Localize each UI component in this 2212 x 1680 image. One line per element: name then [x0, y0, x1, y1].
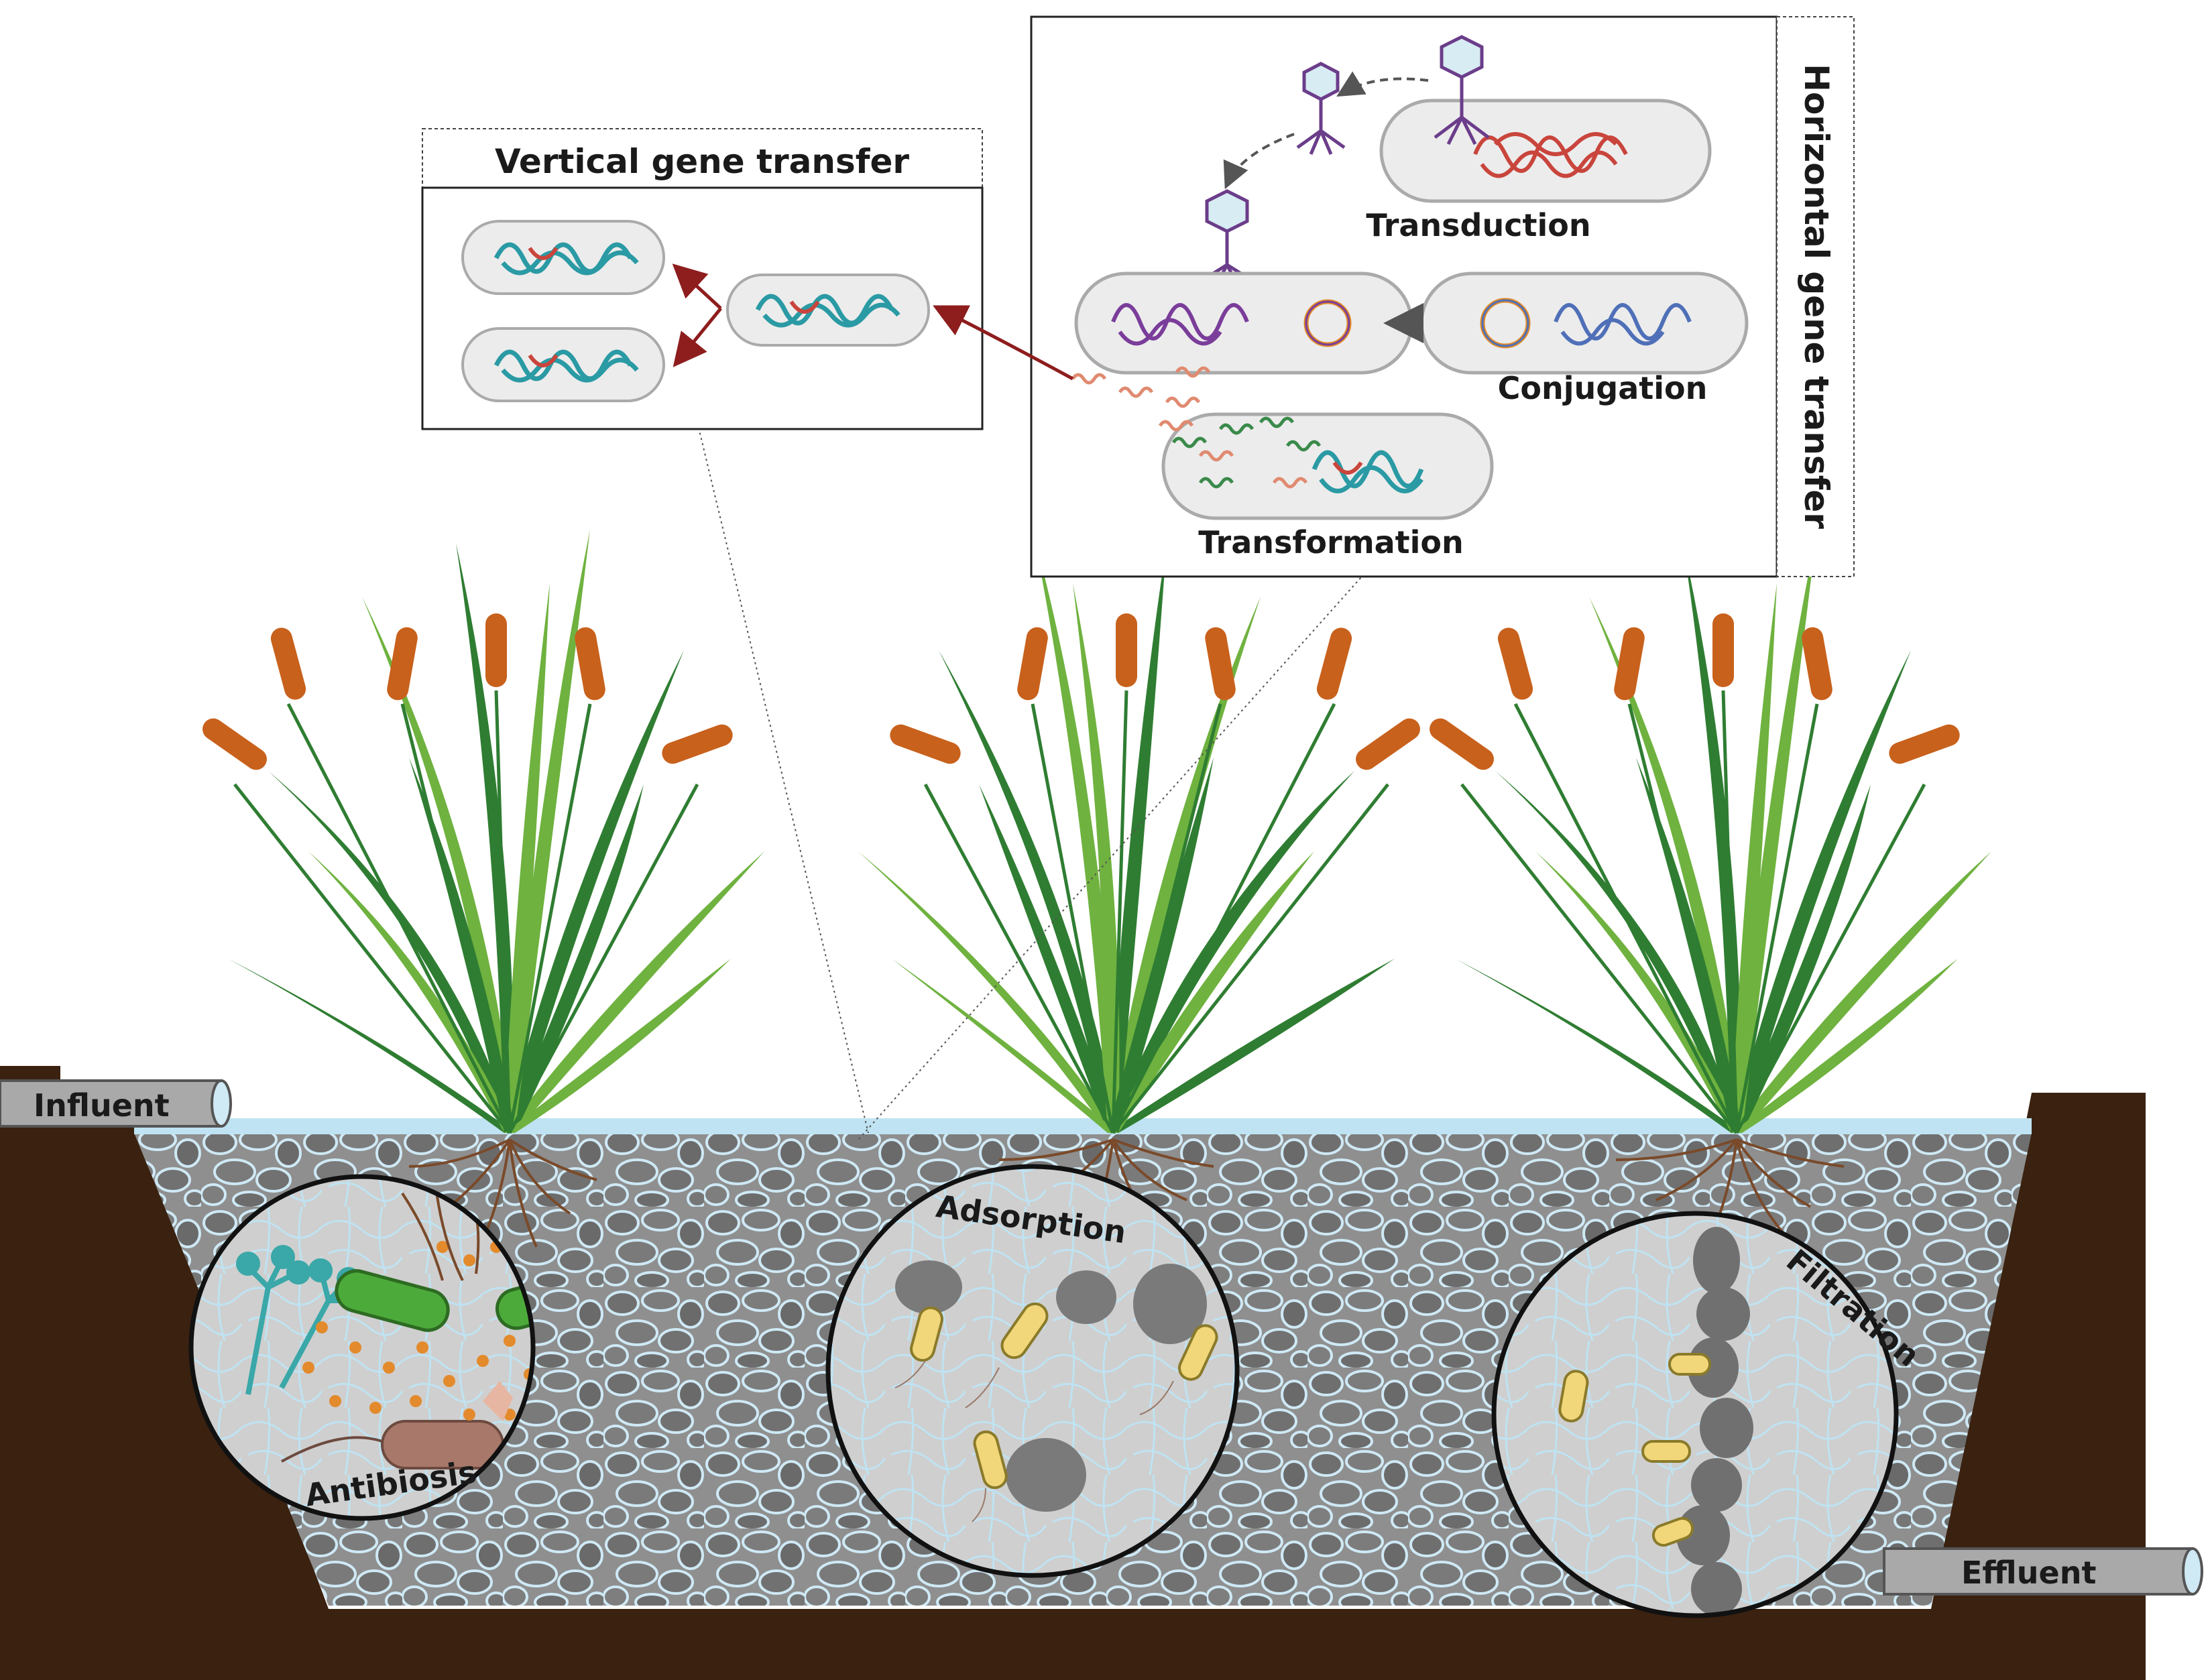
daughter-cell-bottom	[463, 328, 664, 401]
cattail-head	[198, 714, 271, 774]
cattail-head	[887, 721, 964, 767]
transformation-recipient-cell	[1163, 414, 1492, 518]
vertical-gene-transfer-panel: Vertical gene transfer	[422, 129, 982, 429]
transduction-recipient-cell	[1381, 101, 1710, 201]
cattail-plant-right	[1425, 530, 1991, 1133]
transformation-label: Transformation	[1198, 524, 1464, 560]
adsorption-zoom: Adsorption	[828, 1166, 1237, 1575]
vertical-gene-transfer-title: Vertical gene transfer	[495, 142, 909, 181]
cattail-head	[1116, 613, 1137, 687]
effluent-pipe: Effluent	[1884, 1549, 2202, 1594]
cattail-head	[1314, 625, 1354, 703]
daughter-cell-top	[463, 221, 664, 294]
cattail-head	[1016, 625, 1050, 702]
parent-cell	[727, 275, 929, 345]
cattail-head	[1204, 625, 1238, 702]
conjugation-label: Conjugation	[1498, 370, 1708, 406]
cattail-head	[659, 721, 736, 767]
cattail-head	[485, 613, 507, 687]
cattail-plant-left	[198, 530, 764, 1133]
cattail-head	[1800, 625, 1835, 702]
cattail-head	[268, 625, 308, 703]
cattail-head	[1712, 613, 1734, 687]
influent-label: Influent	[34, 1087, 170, 1124]
effluent-label: Effluent	[1961, 1555, 2096, 1591]
cattail-head	[1886, 721, 1963, 767]
conjugation-recipient-cell	[1076, 274, 1411, 373]
cattail-plant-center	[858, 530, 1424, 1133]
cattail-head	[1425, 714, 1498, 774]
transduction-label: Transduction	[1366, 207, 1590, 243]
cattail-head	[573, 625, 607, 702]
cattail-head	[1352, 714, 1424, 774]
horizontal-gene-transfer-panel: Horizontal gene transfer Transduction	[939, 17, 1854, 577]
conjugation-donor-cell	[1421, 274, 1747, 373]
horizontal-gene-transfer-title: Horizontal gene transfer	[1797, 64, 1836, 529]
cattail-head	[1495, 625, 1535, 703]
influent-pipe: Influent	[0, 1081, 231, 1126]
